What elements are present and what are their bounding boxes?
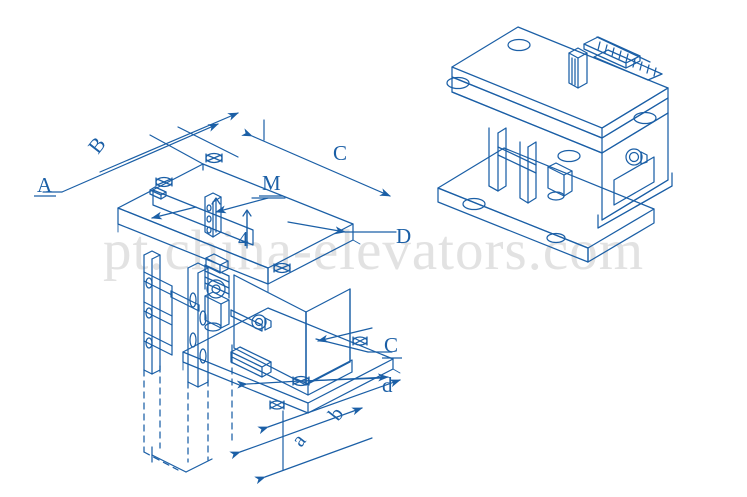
fastener-symbol (352, 336, 368, 346)
exploded-assembly-view (117, 152, 394, 473)
fastener-symbol (155, 176, 173, 188)
dim-label-A: A (37, 173, 53, 197)
fastener-symbol (273, 262, 291, 274)
dim-label-D: D (396, 224, 411, 248)
dim-label-C-lower: C (384, 333, 398, 357)
dimension-leaders (42, 112, 401, 485)
dim-label-C-upper: C (333, 141, 347, 165)
construction-lines (117, 223, 401, 374)
dim-label-M: M (262, 171, 281, 195)
dim-label-4: 4 (238, 227, 249, 251)
fastener-symbol (205, 152, 223, 164)
dim-label-B: B (83, 132, 111, 158)
dim-label-a: a (286, 428, 311, 451)
dim-label-d: d (382, 373, 393, 397)
assembled-unit-view (437, 26, 673, 263)
fastener-symbol (269, 400, 285, 410)
